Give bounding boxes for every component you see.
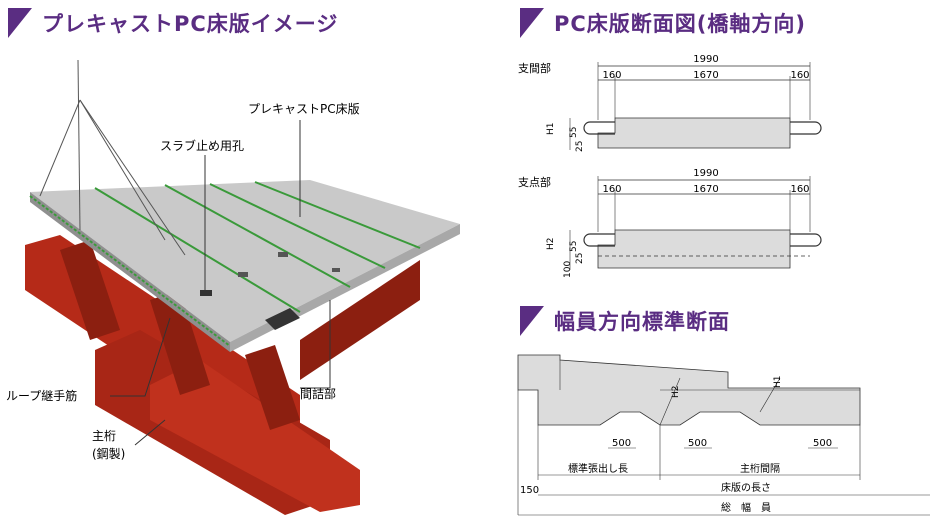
dim-right: 160 <box>790 70 809 81</box>
section-support: 支点部 1990 160 1670 160 H2 55 25 100 <box>518 168 822 278</box>
dim-middle: 1670 <box>693 70 718 81</box>
heading-slab-section: PC床版断面図(橋軸方向) <box>520 8 806 38</box>
slab-illustration: プレキャストPC床版 スラブ止め用孔 ループ継手筋 主桁 (鋼製) 間詰部 <box>6 59 460 515</box>
dim-middle: 1670 <box>693 184 718 195</box>
dim-girder-spacing: 主桁間隔 <box>740 462 780 475</box>
dim-h1: H1 <box>546 123 556 136</box>
heading-triangle-icon <box>520 8 544 38</box>
label-loop: ループ継手筋 <box>6 388 77 403</box>
dim-right: 160 <box>790 184 809 195</box>
heading-text: 幅員方向標準断面 <box>554 310 730 334</box>
dim-55: 55 <box>569 127 579 138</box>
dim-total: 1990 <box>693 168 718 179</box>
heading-text: プレキャストPC床版イメージ <box>42 12 339 36</box>
dim-25: 25 <box>575 253 585 264</box>
width-section: H2 H1 500 500 500 標準張出し長 主桁間隔 床版の長さ 150 … <box>517 354 930 516</box>
dim-total: 1990 <box>693 54 718 65</box>
dim-h1: H1 <box>773 376 783 389</box>
heading-slab-image: プレキャストPC床版イメージ <box>8 8 338 38</box>
heading-width-section: 幅員方向標準断面 <box>520 306 730 336</box>
section-drawings: 支間部 1990 160 1670 160 H1 55 25 支点部 1990 … <box>517 54 930 516</box>
dim-h2: H2 <box>671 386 681 399</box>
dim-55: 55 <box>569 241 579 252</box>
section-bearing: 支間部 1990 160 1670 160 H1 55 25 <box>518 54 822 152</box>
heading-triangle-icon <box>520 306 544 336</box>
label-slab: プレキャストPC床版 <box>248 102 360 116</box>
dim-haunch-2: 500 <box>688 438 707 449</box>
dim-h2: H2 <box>546 238 556 251</box>
section-support-label: 支点部 <box>518 175 551 189</box>
dim-25: 25 <box>575 141 585 152</box>
dim-slab-length: 床版の長さ <box>721 481 771 494</box>
dim-left: 160 <box>602 70 621 81</box>
slab-panels <box>29 180 460 352</box>
heading-text: PC床版断面図(橋軸方向) <box>554 12 806 36</box>
dim-edge: 150 <box>520 485 539 496</box>
dim-total-width: 総 幅 員 <box>721 501 771 514</box>
dim-overhang: 標準張出し長 <box>568 462 628 475</box>
dim-left: 160 <box>602 184 621 195</box>
dim-haunch-1: 500 <box>612 438 631 449</box>
dim-100: 100 <box>563 261 573 278</box>
label-girder-2: (鋼製) <box>92 447 125 461</box>
section-bearing-label: 支間部 <box>518 61 551 75</box>
label-joint: 間詰部 <box>300 386 336 401</box>
heading-triangle-icon <box>8 8 32 38</box>
label-hole: スラブ止め用孔 <box>160 138 244 153</box>
dim-haunch-3: 500 <box>813 438 832 449</box>
label-girder-1: 主桁 <box>92 429 116 443</box>
